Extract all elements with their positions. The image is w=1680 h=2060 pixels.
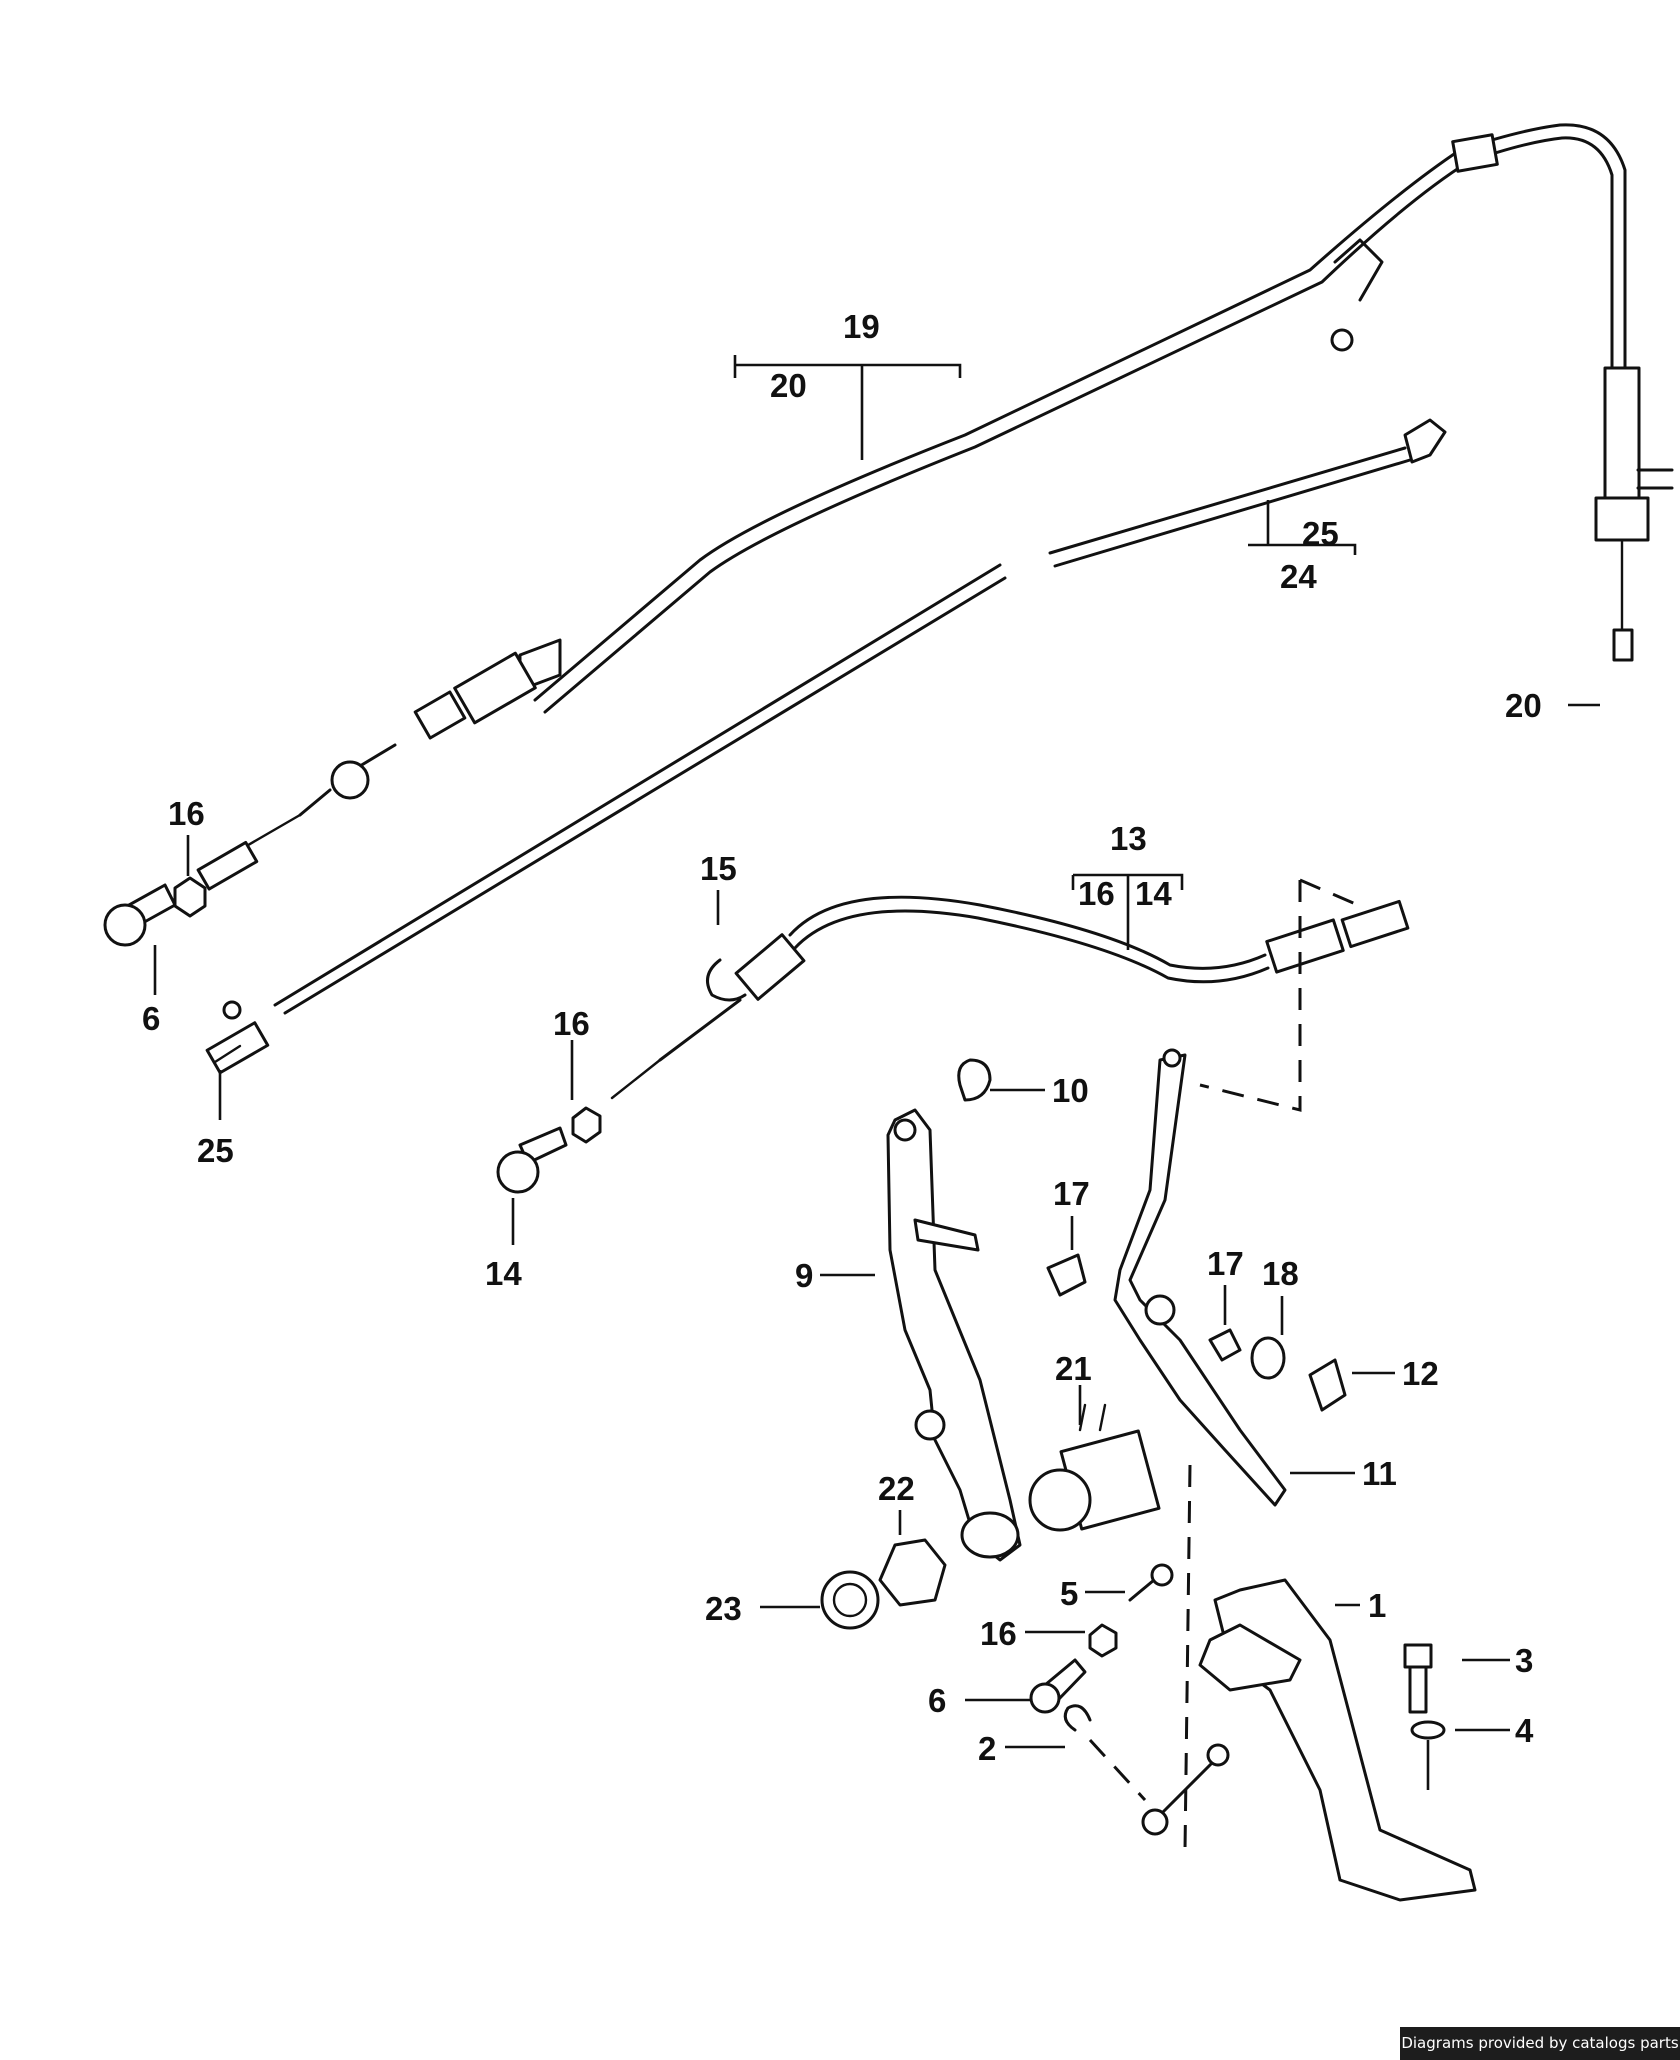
callout-6-lower: 6 [928,1682,946,1719]
callout-16-lower: 16 [980,1615,1017,1652]
callout-22: 22 [878,1470,915,1507]
cable-clip [706,958,747,1002]
callout-12: 12 [1402,1355,1439,1392]
callout-21: 21 [1055,1350,1092,1387]
callout-6-left: 6 [142,1000,160,1037]
callout-2: 2 [978,1730,996,1767]
kickdown-switch [1028,1403,1161,1532]
hex-bolt [1403,1643,1433,1714]
callout-4: 4 [1515,1712,1534,1749]
callout-23: 23 [705,1590,742,1627]
callout-17-right: 17 [1207,1245,1244,1282]
callout-18: 18 [1262,1255,1299,1292]
bushing [957,1058,992,1102]
alignment-lines [1088,878,1359,1851]
callout-25-lower: 25 [197,1132,234,1169]
accelerator-pedal [1198,1578,1477,1902]
callout-leaders [153,355,1600,1790]
hex-nut [173,876,207,918]
throttle-rod [205,418,1447,1075]
callout-11: 11 [1362,1455,1397,1492]
callout-labels: 19 20 25 24 20 16 6 25 15 13 16 14 16 14… [142,308,1542,1767]
callout-17-left: 17 [1053,1175,1090,1212]
accelerator-cable-middle [496,895,1410,1194]
callout-19: 19 [843,308,880,345]
callout-15: 15 [700,850,737,887]
callout-24: 24 [1280,558,1317,595]
callout-14-lower: 14 [485,1255,522,1292]
callout-9: 9 [795,1257,813,1294]
callout-1: 1 [1368,1587,1386,1624]
callout-20-upper: 20 [770,367,807,404]
callout-16-middle: 16 [1078,875,1115,912]
hex-nut-lower [1088,1623,1118,1658]
flat-washer [1410,1720,1446,1740]
callout-10: 10 [1052,1072,1089,1109]
gasket [878,1538,947,1607]
pedal-lever [886,1108,1022,1562]
spring-clip [1308,1358,1347,1412]
callout-13: 13 [1110,820,1147,857]
bracket-clip [1046,1253,1242,1362]
ball-stud [1128,1563,1174,1602]
diagram-credit: Diagrams provided by catalogs parts [1400,2027,1680,2060]
bell-crank-lever [1113,1048,1287,1507]
callout-25-upper: 25 [1302,515,1339,552]
ball-socket-lower [1029,1658,1087,1714]
callout-14-upper: 14 [1135,875,1172,912]
callout-5: 5 [1060,1575,1078,1612]
callout-16-center: 16 [553,1005,590,1042]
washer [1250,1336,1286,1380]
accelerator-cable-upper [196,123,1674,891]
circlip [1063,1704,1092,1732]
ball-socket [103,883,177,947]
callout-16-left: 16 [168,795,205,832]
pedal-rod [1141,1743,1230,1836]
callout-3: 3 [1515,1642,1533,1679]
callout-20-lower: 20 [1505,687,1542,724]
retaining-nut [820,1570,880,1630]
